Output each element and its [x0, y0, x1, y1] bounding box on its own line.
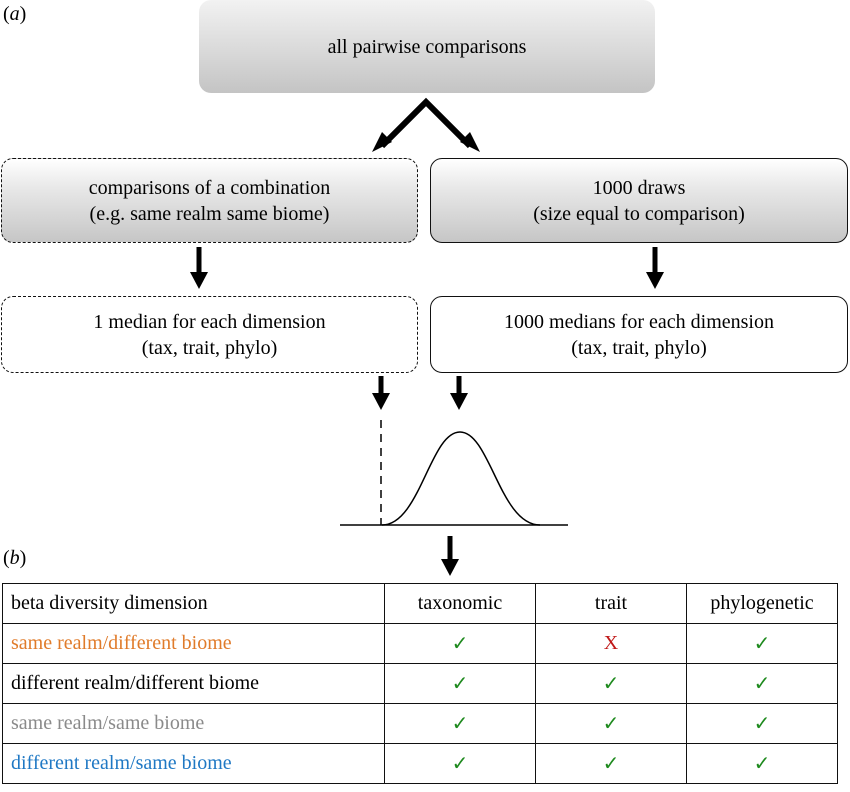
row-label: different realm/different biome — [2, 663, 385, 704]
arrow-plot-to-table — [441, 536, 459, 576]
table-row: same realm/different biome ✓ X ✓ — [2, 623, 838, 664]
check-icon: ✓ — [602, 671, 620, 695]
cell-taxonomic: ✓ — [384, 623, 536, 664]
cell-taxonomic: ✓ — [384, 743, 536, 784]
cell-trait: ✓ — [535, 743, 687, 784]
all-comparisons-text: all pairwise comparisons — [327, 35, 527, 58]
panel-b-letter: b — [9, 547, 20, 569]
check-icon: ✓ — [451, 671, 469, 695]
split-arrow — [372, 97, 480, 152]
cell-phylogenetic: ✓ — [686, 743, 838, 784]
cross-icon: X — [603, 632, 619, 654]
arrow-combo-to-median — [190, 247, 208, 289]
cell-trait: ✓ — [535, 663, 687, 704]
arrow-medians-to-plot — [450, 376, 468, 410]
combination-line2: (e.g. same realm same biome) — [89, 202, 330, 225]
single-median-line2: (tax, trait, phylo) — [141, 336, 278, 359]
bell-curve — [381, 431, 541, 526]
panel-b-close-paren: ) — [19, 547, 27, 569]
cell-phylogenetic: ✓ — [686, 623, 838, 664]
cell-taxonomic: ✓ — [384, 663, 536, 704]
row-label: same realm/different biome — [2, 623, 385, 664]
panel-a-label: (a) — [3, 3, 26, 26]
cell-phylogenetic: ✓ — [686, 663, 838, 704]
many-medians-line1: 1000 medians for each dimension — [504, 310, 774, 333]
cell-trait: X — [535, 623, 687, 664]
check-icon: ✓ — [753, 711, 771, 735]
single-median-line1: 1 median for each dimension — [93, 310, 326, 333]
check-icon: ✓ — [451, 631, 469, 655]
table-row: same realm/same biome ✓ ✓ ✓ — [2, 703, 838, 744]
header-phylogenetic: phylogenetic — [686, 583, 838, 624]
panel-a-open-paren: ( — [3, 3, 10, 25]
check-icon: ✓ — [451, 711, 469, 735]
header-taxonomic: taxonomic — [384, 583, 536, 624]
check-icon: ✓ — [753, 671, 771, 695]
check-icon: ✓ — [753, 751, 771, 775]
arrow-median-to-plot — [372, 376, 390, 410]
panel-a-close-paren: ) — [19, 3, 27, 25]
table-row: different realm/same biome ✓ ✓ ✓ — [2, 743, 838, 784]
check-icon: ✓ — [602, 711, 620, 735]
draws-line2: (size equal to comparison) — [533, 202, 745, 225]
table-header-row: beta diversity dimension taxonomic trait… — [2, 583, 838, 624]
header-dimension: beta diversity dimension — [2, 583, 385, 624]
cell-taxonomic: ✓ — [384, 703, 536, 744]
many-medians-line2: (tax, trait, phylo) — [571, 336, 707, 359]
cell-phylogenetic: ✓ — [686, 703, 838, 744]
combination-box: comparisons of a combination (e.g. same … — [1, 158, 418, 243]
check-icon: ✓ — [451, 751, 469, 775]
row-label: different realm/same biome — [2, 743, 385, 784]
panel-b-open-paren: ( — [3, 547, 10, 569]
draws-line1: 1000 draws — [592, 176, 686, 199]
single-median-box: 1 median for each dimension (tax, trait,… — [1, 296, 418, 373]
check-icon: ✓ — [753, 631, 771, 655]
combination-line1: comparisons of a combination — [88, 176, 331, 199]
result-table: beta diversity dimension taxonomic trait… — [2, 583, 838, 784]
panel-b-label: (b) — [3, 547, 26, 570]
arrow-draws-to-medians — [646, 247, 664, 289]
null-distribution-plot — [340, 420, 568, 526]
check-icon: ✓ — [602, 751, 620, 775]
header-trait: trait — [535, 583, 687, 624]
draws-box: 1000 draws (size equal to comparison) — [430, 158, 848, 243]
panel-a-letter: a — [9, 3, 20, 25]
row-label: same realm/same biome — [2, 703, 385, 744]
cell-trait: ✓ — [535, 703, 687, 744]
many-medians-box: 1000 medians for each dimension (tax, tr… — [430, 296, 848, 373]
all-comparisons-box: all pairwise comparisons — [199, 0, 655, 93]
table-row: different realm/different biome ✓ ✓ ✓ — [2, 663, 838, 704]
